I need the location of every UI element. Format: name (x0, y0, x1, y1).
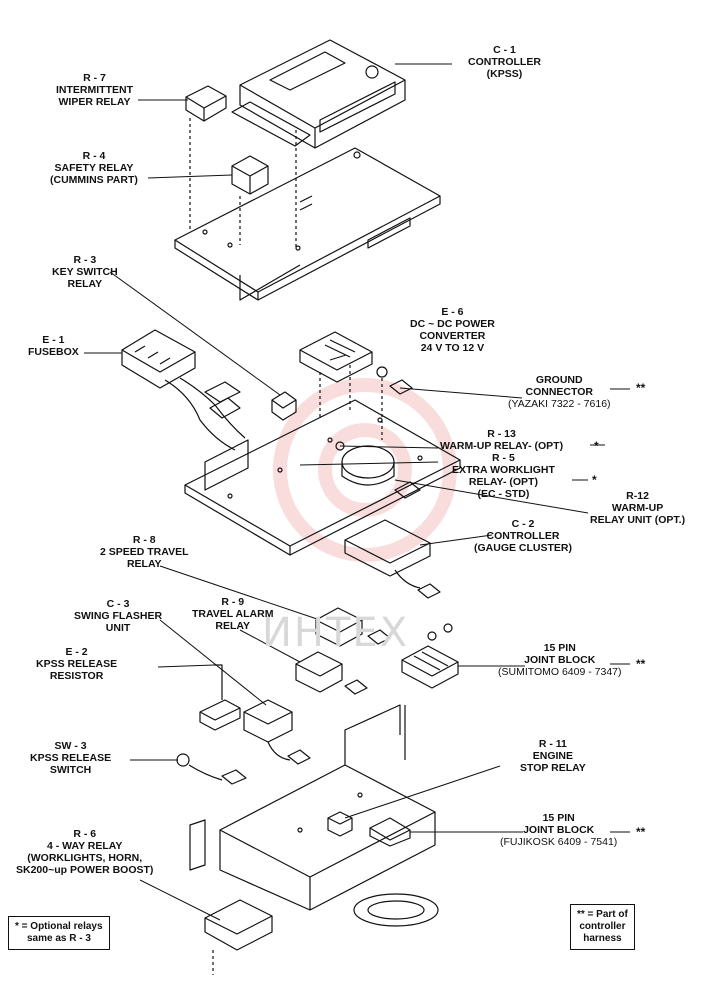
kpss-release-switch-sw3 (176, 753, 247, 785)
kpss-controller (231, 39, 406, 149)
lower-bracket (189, 704, 439, 927)
watermark-text: ИНТЕХ (262, 610, 410, 656)
marker-r13-star: * (594, 439, 599, 453)
watermark-gear-icon (273, 378, 457, 562)
wiper-relay-r7 (185, 85, 227, 232)
gauge-cluster-controller-c2 (344, 519, 441, 599)
key-switch-relay-r3 (271, 391, 297, 421)
kpss-release-resistor-e2 (199, 664, 241, 731)
ground-connector (376, 366, 413, 440)
dc-converter-e6 (299, 331, 373, 420)
engine-stop-relay-r11 (327, 811, 353, 837)
fusebox-e1 (121, 329, 246, 451)
swing-flasher-unit-c3 (243, 699, 311, 765)
safety-relay-r4 (231, 130, 297, 250)
marker-sumitomo-double-star: ** (636, 657, 646, 671)
marker-fujikosk-double-star: ** (636, 825, 646, 839)
travel-alarm-relay-r9 (295, 651, 368, 695)
four-way-relay-r6 (204, 899, 273, 975)
marker-ground-double-star: ** (636, 381, 646, 395)
upper-plate (174, 147, 441, 301)
leader-lines (84, 63, 630, 921)
joint-block-sumitomo (401, 623, 459, 689)
marker-r5-star: * (592, 473, 597, 487)
joint-block-fujikosk (369, 817, 411, 847)
travel-relay-r8 (315, 607, 391, 647)
